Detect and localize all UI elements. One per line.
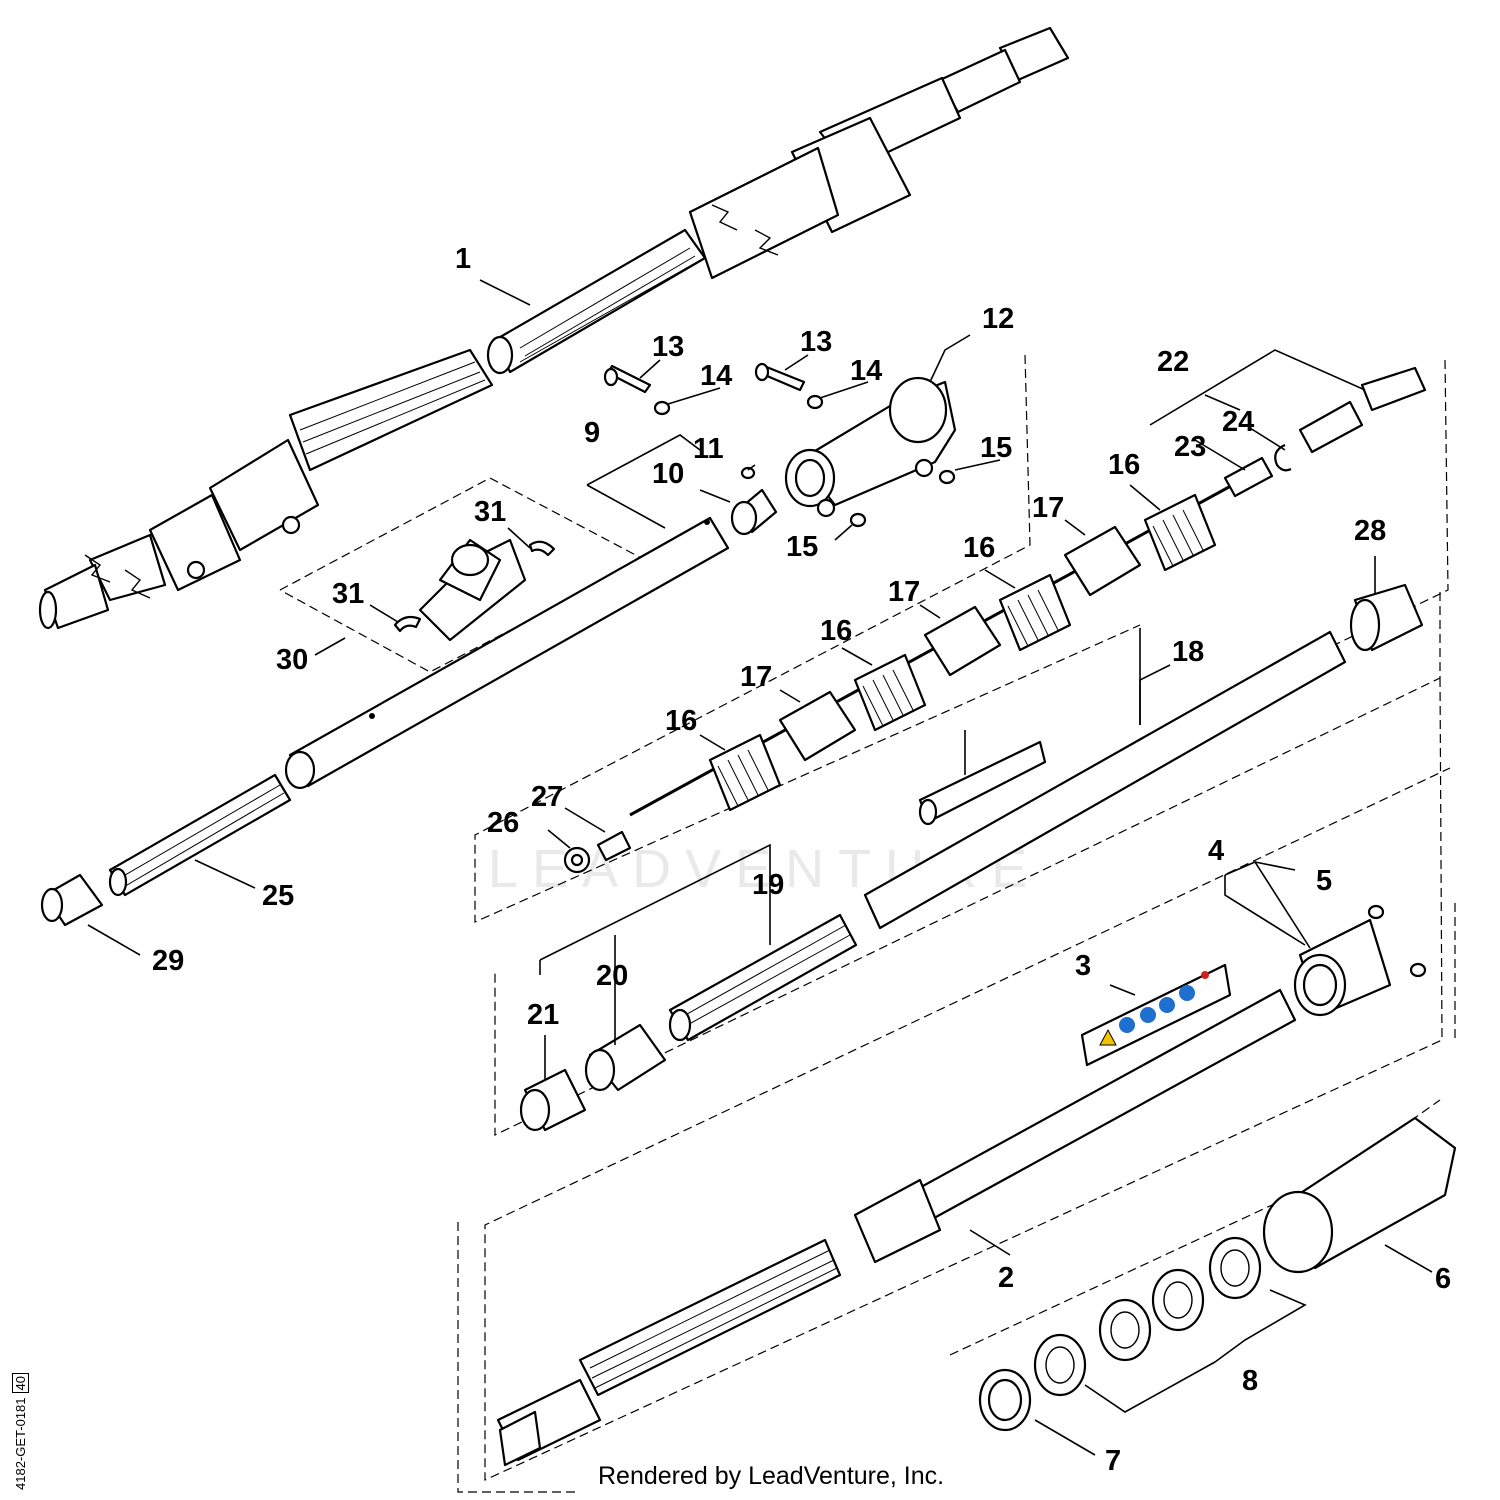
- callout-27[interactable]: 27: [531, 781, 563, 813]
- callout-17a[interactable]: 17: [1032, 492, 1064, 524]
- leader-lines: [87, 279, 1433, 1456]
- part-10-bushing[interactable]: [730, 488, 778, 536]
- callout-10[interactable]: 10: [652, 458, 684, 490]
- part-29-end-cap[interactable]: [40, 873, 104, 927]
- callout-17c[interactable]: 17: [740, 661, 772, 693]
- callout-9[interactable]: 9: [584, 417, 600, 449]
- part-7-circlip[interactable]: [978, 1368, 1032, 1432]
- part-8-vibration-rings[interactable]: [1033, 1236, 1262, 1397]
- callout-8[interactable]: 8: [1242, 1365, 1258, 1397]
- callout-18[interactable]: 18: [1172, 636, 1204, 668]
- callout-2[interactable]: 2: [998, 1262, 1014, 1294]
- part-26-27-bearing[interactable]: [563, 830, 632, 874]
- part-30-clamp-assembly[interactable]: [393, 538, 556, 642]
- drawing-code-box: 40: [12, 1373, 29, 1394]
- callout-25[interactable]: 25: [262, 880, 294, 912]
- part-2-lower-shaft[interactable]: [496, 988, 1297, 1467]
- callout-30[interactable]: 30: [276, 644, 308, 676]
- callout-14a[interactable]: 14: [700, 360, 732, 392]
- footer-credit: Rendered by LeadVenture, Inc.: [598, 1462, 945, 1490]
- drawing-code: 4182-GET-0181 40: [12, 1373, 29, 1490]
- callout-13b[interactable]: 13: [800, 326, 832, 358]
- callout-13a[interactable]: 13: [652, 331, 684, 363]
- part-25-sleeve[interactable]: [108, 773, 292, 897]
- callout-22[interactable]: 22: [1157, 346, 1189, 378]
- callout-19[interactable]: 19: [752, 869, 784, 901]
- callout-17b[interactable]: 17: [888, 576, 920, 608]
- callout-16b[interactable]: 16: [963, 532, 995, 564]
- callout-31b[interactable]: 31: [332, 578, 364, 610]
- part-21-nut[interactable]: [519, 1068, 587, 1132]
- part-20-adapter[interactable]: [584, 1023, 667, 1092]
- callout-4[interactable]: 4: [1208, 835, 1224, 867]
- callout-26[interactable]: 26: [487, 807, 519, 839]
- part-4-housing[interactable]: [1293, 918, 1392, 1017]
- callout-12[interactable]: 12: [982, 303, 1014, 335]
- callout-20[interactable]: 20: [596, 960, 628, 992]
- drawing-code-text: 4182-GET-0181: [13, 1397, 28, 1490]
- fasteners[interactable]: [603, 362, 956, 528]
- part-3-warning-label[interactable]: [1080, 963, 1232, 1067]
- callout-16c[interactable]: 16: [820, 615, 852, 647]
- part-9-tube[interactable]: [284, 516, 730, 790]
- part-12-clamp-housing[interactable]: [784, 376, 957, 518]
- callout-21[interactable]: 21: [527, 999, 559, 1031]
- callout-11[interactable]: 11: [693, 433, 724, 465]
- part-22-coupling[interactable]: [1274, 366, 1427, 472]
- callout-3[interactable]: 3: [1075, 950, 1091, 982]
- callout-1[interactable]: 1: [455, 243, 471, 275]
- callout-16a[interactable]: 16: [1108, 449, 1140, 481]
- callout-14b[interactable]: 14: [850, 355, 882, 387]
- callout-6[interactable]: 6: [1435, 1263, 1451, 1295]
- callout-16d[interactable]: 16: [665, 705, 697, 737]
- bushings-17[interactable]: [778, 525, 1142, 762]
- part-19-sleeve[interactable]: [668, 913, 858, 1042]
- callout-23[interactable]: 23: [1174, 431, 1206, 463]
- callout-15a[interactable]: 15: [980, 432, 1012, 464]
- part-5-screws[interactable]: [1367, 904, 1427, 978]
- group-outlines: [279, 354, 1456, 1493]
- callout-29[interactable]: 29: [152, 945, 184, 977]
- callout-24[interactable]: 24: [1222, 406, 1254, 438]
- callout-28[interactable]: 28: [1354, 515, 1386, 547]
- part-1-upper-shaft[interactable]: [38, 26, 1070, 630]
- callout-labels: 1 2 3 4 5 6 7 8 9 10 11 12 13 13 14 14 1…: [152, 243, 1451, 1477]
- part-28-cap[interactable]: [1349, 583, 1424, 652]
- callout-5[interactable]: 5: [1316, 865, 1332, 897]
- callout-31a[interactable]: 31: [474, 496, 506, 528]
- callout-7[interactable]: 7: [1105, 1445, 1121, 1477]
- callout-15b[interactable]: 15: [786, 531, 818, 563]
- part-6-tube[interactable]: [1262, 1116, 1457, 1274]
- inner-square-tube[interactable]: [863, 630, 1347, 930]
- springs-16[interactable]: [708, 493, 1217, 812]
